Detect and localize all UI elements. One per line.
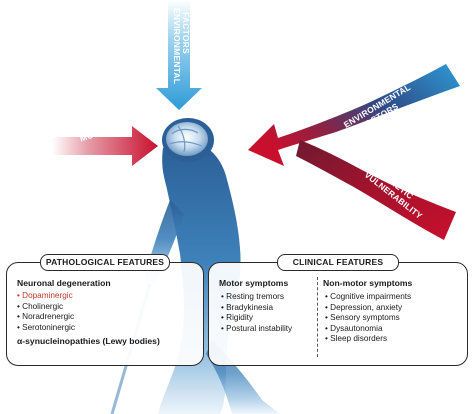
list-item: Bradykinesia xyxy=(221,303,292,314)
environmental-factors-right-arrow: ENVIRONMENTAL FACTORS xyxy=(248,64,460,166)
non-motor-symptoms-label: Non-motor symptoms xyxy=(323,278,413,288)
environmental-factors-top-arrow: ENVIRONMENTAL FACTORS xyxy=(156,0,202,110)
neuronal-degeneration-label: Neuronal degeneration xyxy=(17,278,111,288)
non-motor-symptoms-list: Cognitive impairments Depression, anxiet… xyxy=(325,292,411,345)
list-item: Cognitive impairments xyxy=(325,292,411,303)
list-item: Postural instability xyxy=(221,324,292,335)
gene-mutations-arrow: GENE MUTATIONS xyxy=(52,113,158,166)
synucleinopathies-label: α-synucleinopathies (Lewy bodies) xyxy=(17,336,160,346)
env-top-line2: FACTORS xyxy=(181,12,191,54)
list-item: Depression, anxiety xyxy=(325,303,411,314)
list-item: Resting tremors xyxy=(221,292,292,303)
list-item: Noradrenergic xyxy=(17,312,75,323)
list-item: Dysautonomia xyxy=(325,324,411,335)
list-item: Cholinergic xyxy=(17,302,75,313)
neuronal-degeneration-list: Dopaminergic Cholinergic Noradrenergic S… xyxy=(17,291,75,333)
list-item: Sleep disorders xyxy=(325,334,411,345)
pathological-features-panel: PATHOLOGICAL FEATURES Neuronal degenerat… xyxy=(6,254,204,366)
clinical-features-title: CLINICAL FEATURES xyxy=(277,254,399,271)
clinical-features-panel: CLINICAL FEATURES Motor symptoms Resting… xyxy=(208,254,468,366)
motor-symptoms-list: Resting tremors Bradykinesia Rigidity Po… xyxy=(221,292,292,334)
motor-symptoms-label: Motor symptoms xyxy=(219,278,289,288)
genetic-vulnerability-arrow: GENETIC VULNERABILITY xyxy=(296,140,456,240)
pathological-features-title: PATHOLOGICAL FEATURES xyxy=(40,254,170,271)
list-item: Serotoninergic xyxy=(17,323,75,334)
list-item: Rigidity xyxy=(221,313,292,324)
symptoms-divider xyxy=(317,277,318,357)
env-top-line1: ENVIRONMENTAL xyxy=(172,8,182,84)
svg-text:ENVIRONMENTAL FACTORS: ENVIRONMENTAL FACTORS xyxy=(172,8,191,87)
list-item: Sensory symptoms xyxy=(325,313,411,324)
list-item: Dopaminergic xyxy=(17,291,75,302)
